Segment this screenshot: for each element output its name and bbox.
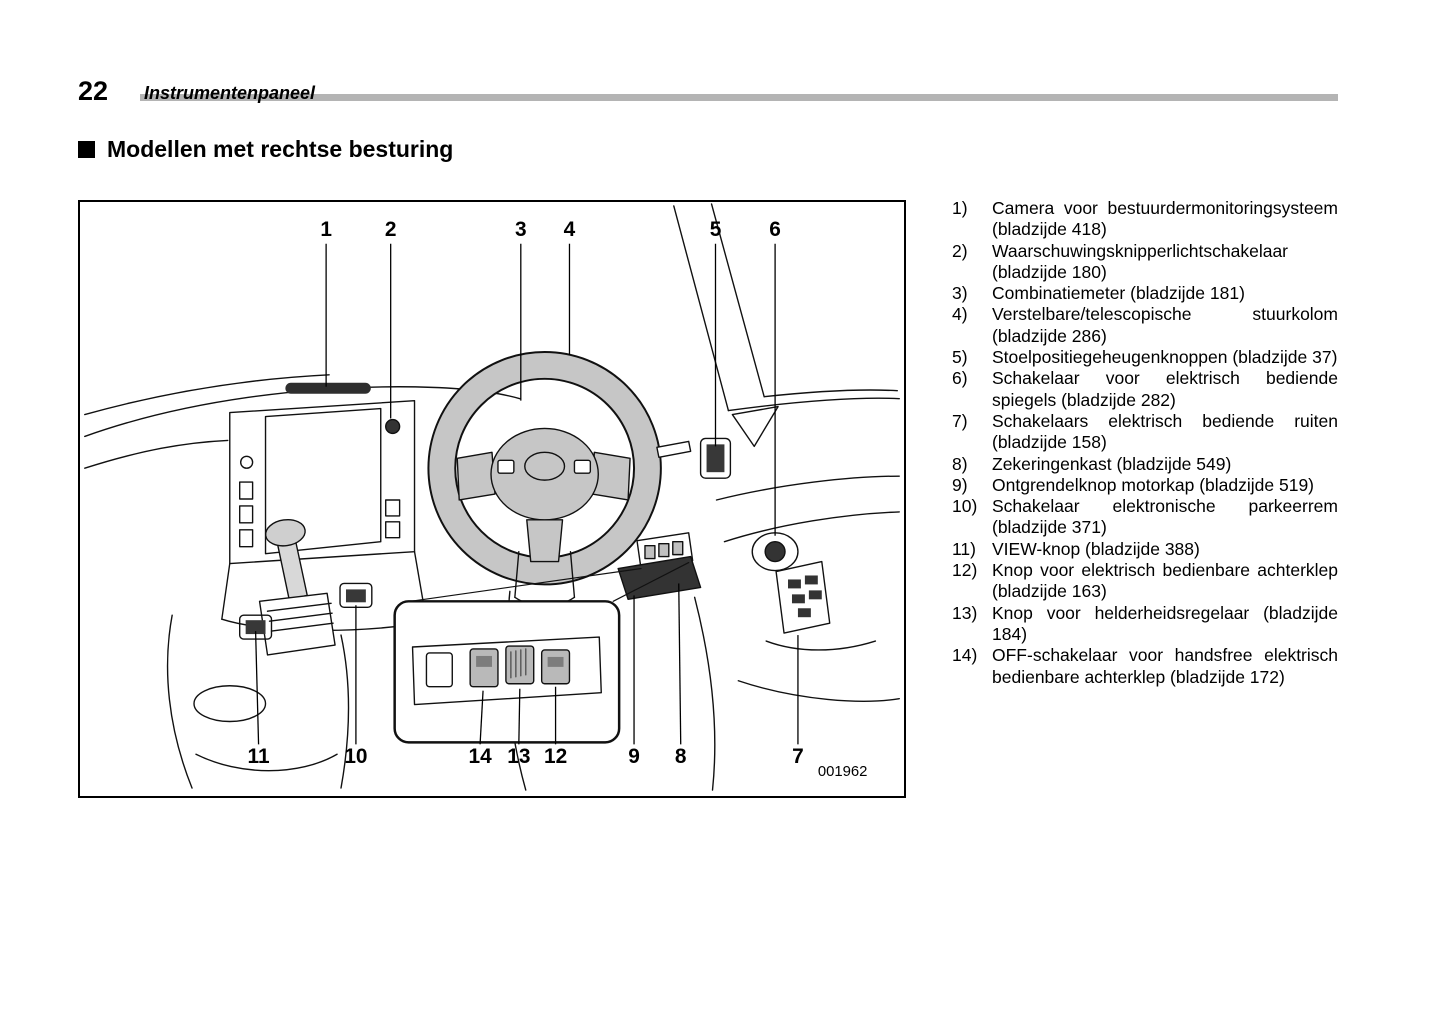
- callout-7: 7: [792, 745, 804, 768]
- legend-item: 7) Schakelaars elektrisch bediende ruite…: [952, 411, 1338, 454]
- callout-11: 11: [248, 745, 270, 768]
- section-marker-square: [78, 141, 95, 158]
- illumination-dial: [505, 645, 535, 685]
- callout-3: 3: [515, 218, 527, 241]
- legend-item: 13) Knop voor helderheidsregelaar (bladz…: [952, 603, 1338, 646]
- legend-item-number: 6): [952, 368, 968, 389]
- callout-1: 1: [320, 218, 332, 241]
- driver-monitoring-camera: [285, 382, 371, 394]
- legend-item: 5) Stoelpositiegeheugenknoppen (bladzijd…: [952, 347, 1338, 368]
- legend-item: 10) Schakelaar elektronische parkeerrem …: [952, 496, 1338, 539]
- legend-item-text: Zekeringenkast (bladzijde 549): [992, 453, 1232, 474]
- legend-item-text: Schakelaars elektrisch bediende ruiten (…: [992, 410, 1338, 453]
- legend-item: 1) Camera voor bestuurdermonitoringsyste…: [952, 198, 1338, 241]
- legend-item: 3) Combinatiemeter (bladzijde 181): [952, 283, 1338, 304]
- callout-14: 14: [468, 745, 492, 768]
- legend-item: 8) Zekeringenkast (bladzijde 549): [952, 454, 1338, 475]
- callout-2: 2: [385, 218, 397, 241]
- legend-item-text: Schakelaar elektronische parkeerrem (bla…: [992, 496, 1338, 538]
- callout-8: 8: [675, 745, 687, 768]
- callout-lines: [254, 243, 799, 745]
- steering-wheel: [427, 351, 692, 607]
- wiper-stalk: [656, 440, 692, 458]
- page-number: 22: [78, 76, 109, 106]
- inset-detail-box: [393, 600, 621, 744]
- legend-item-number: 3): [952, 283, 968, 304]
- legend-item-number: 14): [952, 645, 978, 666]
- callout-10: 10: [344, 745, 367, 768]
- legend-item: 9) Ontgrendelknop motorkap (bladzijde 51…: [952, 475, 1338, 496]
- door-panel: [673, 203, 900, 702]
- legend-item-number: 11): [952, 538, 976, 559]
- legend-item-number: 4): [952, 304, 968, 325]
- callout-12: 12: [544, 745, 567, 768]
- legend-item-text: Combinatiemeter (bladzijde 181): [992, 283, 1245, 304]
- hazard-switch: [385, 418, 401, 435]
- legend-item-text: Knop voor elektrisch bedienbare achterkl…: [992, 560, 1338, 602]
- legend-item-number: 10): [952, 496, 978, 517]
- legend-item-text: VIEW-knop (bladzijde 388): [992, 538, 1200, 559]
- legend-item-number: 12): [952, 560, 978, 581]
- running-header-title: Instrumentenpaneel: [144, 83, 316, 103]
- legend-item-text: Stoelpositiegeheugenknoppen (bladzijde 3…: [992, 347, 1338, 368]
- legend-item-text: Knop voor helderheidsregelaar (bladzijde…: [992, 602, 1338, 644]
- legend-item-text: OFF-schakelaar voor handsfree elektrisch…: [992, 645, 1338, 687]
- legend-item-text: Ontgrendelknop motorkap (bladzijde 519): [992, 474, 1314, 495]
- dashboard-figure: 1 2 3 4 5 6 11 10 14 13 12 9 8 7 001962: [78, 200, 906, 798]
- rear-gate-button: [469, 648, 499, 688]
- legend-item-text: Schakelaar voor elektrisch bediende spie…: [992, 368, 1338, 410]
- header-rule: [140, 94, 1338, 101]
- page-header: 22 Instrumentenpaneel: [78, 76, 1338, 116]
- callout-4: 4: [564, 218, 576, 241]
- diagram-artwork: [84, 203, 900, 791]
- legend-list: 1) Camera voor bestuurdermonitoringsyste…: [952, 198, 1338, 688]
- gear-shifter: [166, 518, 373, 789]
- section-title-text: Modellen met rechtse besturing: [107, 136, 454, 162]
- section-title: Modellen met rechtse besturing: [78, 136, 453, 163]
- inset-zoom-lines: [409, 561, 690, 602]
- legend-item: 12) Knop voor elektrisch bedienbare acht…: [952, 560, 1338, 603]
- figure-code: 001962: [818, 764, 868, 780]
- legend-item: 14) OFF-schakelaar voor handsfree elektr…: [952, 645, 1338, 688]
- callout-6: 6: [769, 218, 781, 241]
- legend-item: 4) Verstelbare/telescopische stuurkolom …: [952, 304, 1338, 347]
- callout-5: 5: [710, 218, 722, 241]
- legend-item-text: Camera voor bestuurdermonitoringsysteem …: [992, 198, 1338, 240]
- legend-item-text: Verstelbare/telescopische stuurkolom (bl…: [992, 304, 1338, 346]
- legend-item-text: Waarschuwingsknipperlichtschakelaar (bla…: [992, 240, 1289, 282]
- legend-item-number: 9): [952, 474, 968, 495]
- legend-item-number: 5): [952, 347, 968, 368]
- legend-item-number: 1): [952, 198, 968, 218]
- legend-item-number: 7): [952, 410, 968, 431]
- callout-9: 9: [628, 745, 640, 768]
- callout-labels: 1 2 3 4 5 6 11 10 14 13 12 9 8 7: [248, 218, 804, 768]
- legend-item: 2) Waarschuwingsknipperlichtschakelaar (…: [952, 241, 1338, 284]
- legend-item-number: 2): [952, 240, 968, 261]
- callout-13: 13: [507, 745, 530, 768]
- dashboard-diagram: 1 2 3 4 5 6 11 10 14 13 12 9 8 7 001962: [84, 203, 900, 791]
- legend-item: 11) VIEW-knop (bladzijde 388): [952, 539, 1338, 560]
- legend-item: 6) Schakelaar voor elektrisch bediende s…: [952, 368, 1338, 411]
- legend-item-number: 8): [952, 453, 968, 474]
- legend-item-number: 13): [952, 602, 978, 623]
